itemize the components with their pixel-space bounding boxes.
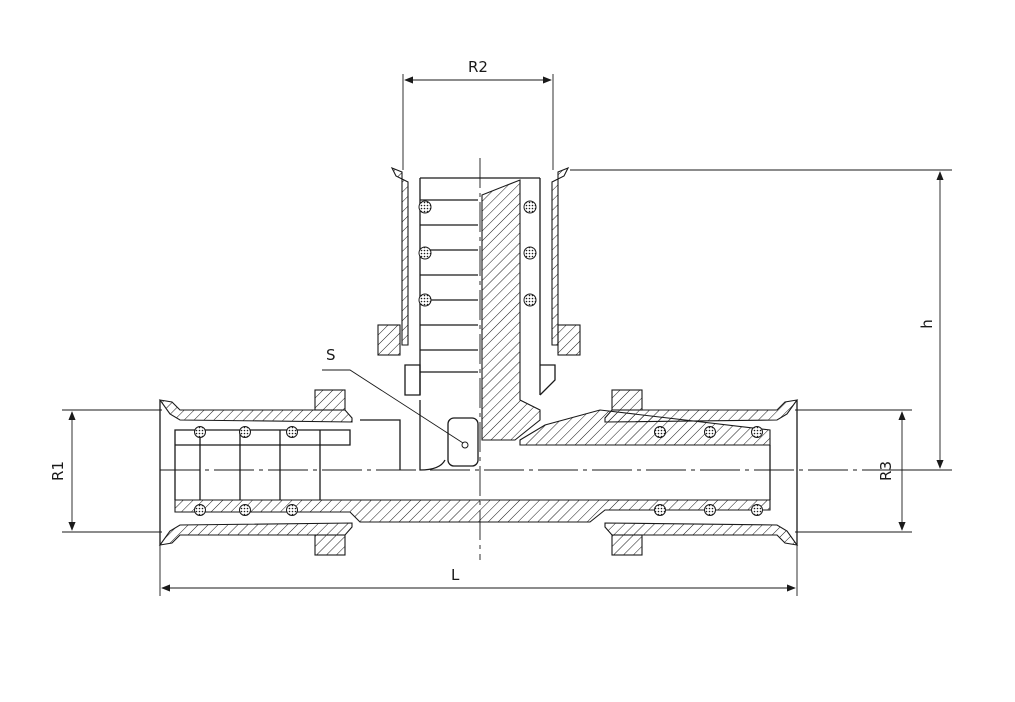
label-r1: R1 [48,461,67,481]
label-l: L [451,566,460,584]
dimension-r1 [62,409,162,533]
label-s: S [326,346,336,364]
dimension-r3 [795,409,912,533]
dimension-h [570,169,952,471]
top-branch [377,166,581,441]
dimension-l [159,545,798,596]
label-r3: R3 [876,461,895,481]
main-body [158,389,799,556]
leader-s [322,369,469,449]
dimension-r2 [402,74,554,170]
label-h: h [917,319,936,329]
label-r2: R2 [468,58,488,76]
